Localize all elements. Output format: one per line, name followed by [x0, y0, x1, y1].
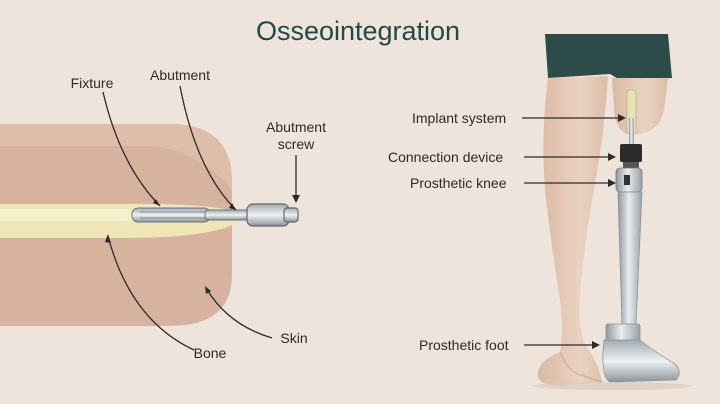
page-title: Osseointegration: [256, 16, 460, 46]
right-leader-lines: [522, 117, 622, 346]
implant-system-label: Implant system: [412, 110, 506, 126]
prosthetic-foot-part: [602, 339, 680, 383]
abutment-leader: [179, 85, 237, 211]
connection-device-label: Connection device: [388, 149, 503, 165]
abutment-screw-label-line1: Abutment: [266, 119, 326, 135]
residual-thigh: [612, 78, 668, 134]
prosthetic-foot-label: Prosthetic foot: [419, 337, 509, 353]
left-leader-lines: [102, 85, 297, 351]
bone-leader: [107, 235, 195, 351]
left-arrowheads: [105, 195, 300, 294]
abutment-screw-label-line2: screw: [278, 136, 315, 152]
abutment-screw-part: [246, 203, 299, 227]
shorts: [545, 34, 672, 80]
implant-stem: [629, 118, 634, 144]
prosthetic-pylon: [617, 191, 643, 325]
abutment-label: Abutment: [150, 67, 210, 83]
fixture-leader: [102, 91, 161, 207]
connection-device-part: [620, 144, 642, 162]
fixture-part: [131, 207, 211, 223]
prosthetic-leg-illustration: [532, 34, 692, 390]
skin-highlight: [0, 124, 232, 190]
fixture-label: Fixture: [71, 75, 114, 91]
prosthetic-knee-label: Prosthetic knee: [410, 175, 507, 191]
skin-label: Skin: [280, 330, 307, 346]
residual-limb-illustration: [0, 124, 299, 326]
skin-leader: [205, 287, 273, 339]
natural-leg: [537, 76, 608, 386]
bone-label: Bone: [194, 345, 227, 361]
right-arrowheads: [592, 114, 626, 349]
